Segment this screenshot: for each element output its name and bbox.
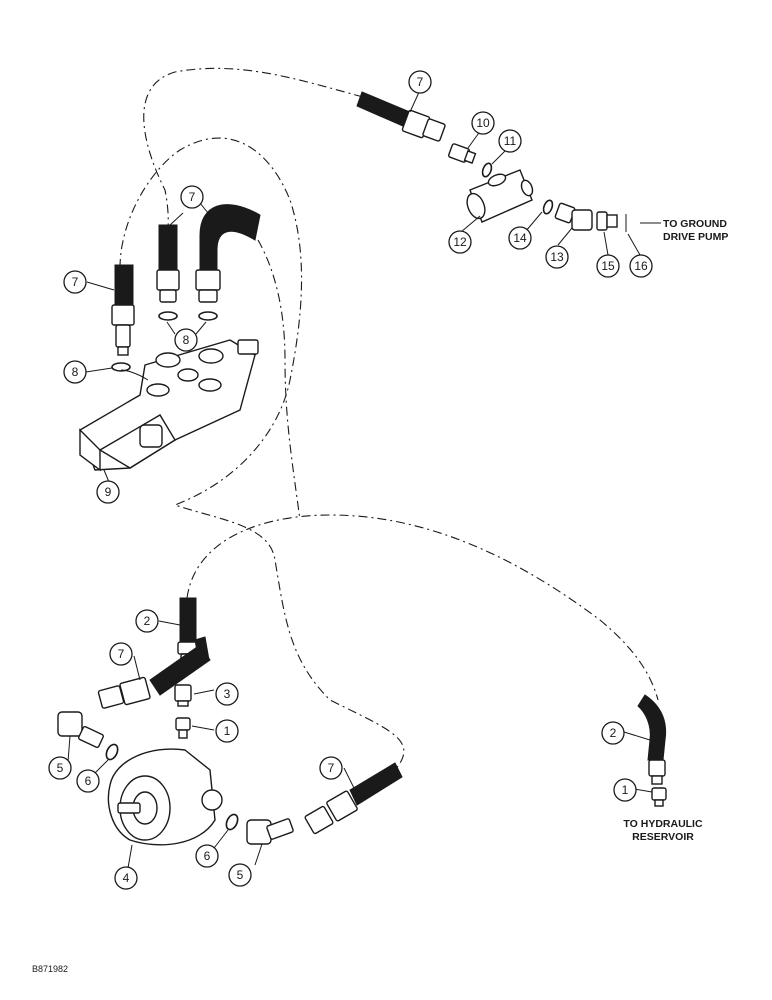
fitting-1-mid	[175, 717, 191, 739]
pump-assembly	[57, 597, 403, 846]
note-ground-drive-pump-line2: DRIVE PUMP	[663, 231, 728, 243]
tee-12	[466, 169, 534, 223]
svg-text:1: 1	[224, 724, 231, 738]
reservoir-hose	[637, 694, 667, 807]
hose-bottom-7	[304, 762, 403, 835]
callout-7-bottom: 7	[319, 756, 343, 780]
svg-text:9: 9	[105, 485, 112, 499]
elbow-5-left	[57, 711, 104, 749]
svg-text:7: 7	[328, 761, 335, 775]
o-ring-14	[542, 199, 554, 215]
o-ring-6-left	[105, 743, 119, 761]
svg-text:2: 2	[144, 614, 151, 628]
note-hydraulic-reservoir-line2: RESERVOIR	[632, 831, 694, 843]
elbow-13	[554, 202, 593, 231]
callout-8-left: 8	[63, 360, 87, 384]
valve-assembly	[79, 204, 261, 472]
callout-11: 11	[498, 129, 522, 153]
adapter-15	[596, 211, 618, 231]
routing-line-top-loop	[143, 67, 364, 241]
hose-center	[156, 224, 180, 303]
fitting-10	[448, 143, 477, 164]
routing-line-reservoir-hose	[186, 514, 659, 701]
callout-10: 10	[471, 111, 495, 135]
o-ring-6-bottom	[225, 813, 239, 831]
callout-9: 9	[96, 480, 120, 504]
svg-text:1: 1	[622, 783, 629, 797]
callout-16: 16	[629, 254, 653, 278]
svg-text:13: 13	[550, 250, 564, 264]
svg-text:3: 3	[224, 687, 231, 701]
routing-line-left-hose	[119, 137, 405, 771]
o-ring-8-center	[158, 311, 178, 321]
pump-4	[107, 748, 223, 846]
callout-5-bottom: 5	[228, 863, 252, 887]
hose-right	[195, 204, 261, 303]
callout-14: 14	[508, 226, 532, 250]
svg-text:6: 6	[204, 849, 211, 863]
callout-15: 15	[596, 254, 620, 278]
o-ring-8-left	[111, 362, 131, 372]
svg-text:8: 8	[72, 365, 79, 379]
svg-text:8: 8	[183, 333, 190, 347]
note-hydraulic-reservoir-line1: TO HYDRAULIC	[623, 818, 703, 830]
routing-lines	[119, 67, 659, 771]
svg-text:15: 15	[601, 259, 615, 273]
o-ring-8-right	[198, 311, 218, 321]
callout-7-motor: 7	[109, 642, 133, 666]
callout-12: 12	[448, 230, 472, 254]
callout-5-left: 5	[48, 756, 72, 780]
svg-text:7: 7	[72, 275, 79, 289]
svg-text:10: 10	[476, 116, 490, 130]
svg-text:11: 11	[504, 134, 517, 148]
svg-text:7: 7	[118, 647, 125, 661]
note-ground-drive-pump-line1: TO GROUND	[663, 218, 727, 230]
svg-text:12: 12	[453, 235, 467, 249]
callout-7-valve-right: 7	[180, 185, 204, 209]
callout-3: 3	[215, 682, 239, 706]
tee-assembly	[356, 91, 627, 232]
callout-2-mid: 2	[135, 609, 159, 633]
callout-2-right: 2	[601, 721, 625, 745]
callout-7-valve-left: 7	[63, 270, 87, 294]
svg-text:5: 5	[57, 761, 64, 775]
svg-text:7: 7	[417, 75, 424, 89]
svg-text:4: 4	[123, 871, 130, 885]
o-ring-11	[481, 162, 493, 178]
hose-left	[111, 264, 135, 356]
callout-13: 13	[545, 245, 569, 269]
elbow-5-bottom	[246, 818, 294, 845]
svg-text:5: 5	[237, 868, 244, 882]
callout-6-left: 6	[76, 769, 100, 793]
svg-text:2: 2	[610, 726, 617, 740]
hose-motor-7	[97, 636, 211, 709]
callout-8-center: 8	[174, 328, 198, 352]
callout-7-top: 7	[408, 70, 432, 94]
figure-id: B871982	[32, 964, 68, 974]
callout-4: 4	[114, 866, 138, 890]
svg-text:6: 6	[85, 774, 92, 788]
fitting-3	[174, 684, 192, 707]
svg-text:16: 16	[634, 259, 648, 273]
valve-9	[79, 339, 259, 472]
svg-text:7: 7	[189, 190, 196, 204]
callout-1-mid: 1	[215, 719, 239, 743]
hose-top	[356, 91, 446, 142]
callout-6-bottom: 6	[195, 844, 219, 868]
callout-1-right: 1	[613, 778, 637, 802]
routing-line-mid-hose	[257, 239, 301, 521]
svg-text:14: 14	[513, 231, 527, 245]
